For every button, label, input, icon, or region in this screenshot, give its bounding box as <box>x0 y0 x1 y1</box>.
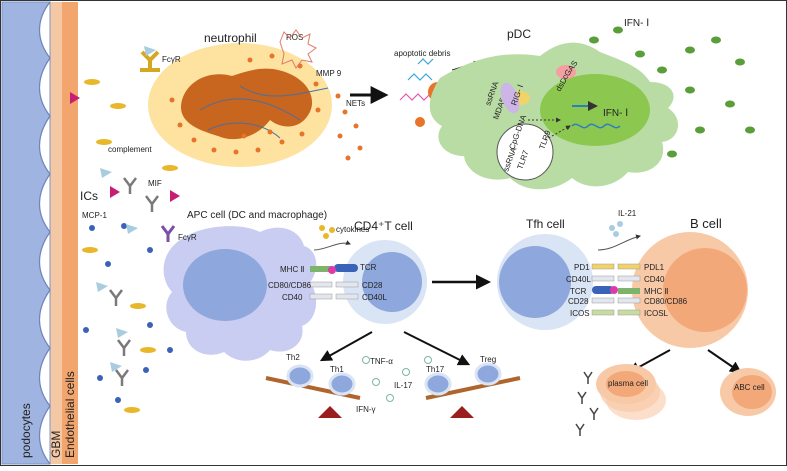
cd40l-label: CD40L <box>362 293 387 302</box>
seesaw-right: Th17 Treg <box>424 355 521 418</box>
apc-cell: APC cell (DC and macrophage) FcγR <box>160 210 327 361</box>
b-nucleus <box>663 248 747 332</box>
gbm-layer <box>50 2 62 464</box>
ros-burst <box>279 29 317 69</box>
abc-label: ABC cell <box>734 383 765 392</box>
fcgr-mid-label: FcγR <box>178 233 197 242</box>
cd80-label: CD80/CD86 <box>268 281 312 290</box>
granules <box>169 53 363 161</box>
tnfa-label: TNF-α <box>370 357 393 366</box>
endothelial-label: Endothelial cells <box>63 371 77 458</box>
apoptotic-label: apoptotic debris <box>394 49 450 58</box>
neutrophil-cell: neutrophil ROS MMP 9 NETs <box>148 29 365 167</box>
cytokines: cytokines <box>313 225 369 251</box>
tfh-nucleus <box>499 246 571 318</box>
th17-label: Th17 <box>426 365 445 374</box>
bcell-label: B cell <box>690 216 722 231</box>
middle-cytokines: TNF-α IL-17 IFN-γ <box>356 356 432 414</box>
ics-label: ICs <box>80 189 98 203</box>
gbm-label: GBM <box>49 431 63 458</box>
apc-label: APC cell (DC and macrophage) <box>187 210 327 221</box>
plasma-cells: plasma cell <box>596 364 666 420</box>
ros-label: ROS <box>286 33 303 42</box>
cd4-tcell: CD4⁺T cell <box>343 219 427 324</box>
b-cell: B cell <box>632 216 748 348</box>
plasma-label: plasma cell <box>608 379 648 388</box>
neutrophil-label: neutrophil <box>204 31 257 45</box>
il17-label: IL-17 <box>394 381 413 390</box>
treg-label: Treg <box>480 355 496 364</box>
tcr-label: TCR <box>360 263 377 272</box>
tfh-cell: Tfh cell <box>497 217 593 330</box>
antibodies <box>575 371 599 436</box>
th1-label: Th1 <box>330 365 344 374</box>
th2-label: Th2 <box>286 353 300 362</box>
tfh-b-synapse: PD1 PDL1 CD40L CD40 TCR MHC Ⅱ CD28 CD80/… <box>566 263 688 318</box>
tfh-label: Tfh cell <box>526 217 565 231</box>
icos-label: ICOS <box>570 309 590 318</box>
ifn-top-label: IFN- Ⅰ <box>624 18 649 29</box>
mcp1-label: MCP-1 <box>82 211 107 220</box>
mhc2-label: MHC Ⅱ <box>280 265 304 274</box>
immune-complexes: ICs MCP-1 complement MIF <box>70 46 180 413</box>
abc-cell: ABC cell <box>720 368 776 416</box>
mif-label: MIF <box>148 179 162 188</box>
il21-label: IL-21 <box>618 209 637 218</box>
neutrophil-nucleus <box>180 68 313 140</box>
mhc2-b-label: MHC Ⅱ <box>644 287 668 296</box>
endosome <box>496 123 554 181</box>
b-abc-arrow <box>707 349 742 374</box>
apc-t-synapse: MHC Ⅱ TCR CD80/CD86 CD28 CD40 CD40L <box>268 263 387 302</box>
pdl1-label: PDL1 <box>644 263 665 272</box>
cd4-label: CD4⁺T cell <box>354 219 413 233</box>
nets-label: NETs <box>346 99 365 108</box>
icosl-label: ICOSL <box>644 309 669 318</box>
seesaw-left: Th2 Th1 <box>265 353 361 418</box>
cytokines-label: cytokines <box>336 225 369 234</box>
cd28-b-label: CD28 <box>568 297 589 306</box>
fcgr-top-label: FcγR <box>162 55 181 64</box>
cd40-label: CD40 <box>282 293 303 302</box>
cd40l-b-label: CD40L <box>566 275 591 284</box>
tcr-b-label: TCR <box>570 287 587 296</box>
th-left-arrow <box>319 331 373 362</box>
pd1-label: PD1 <box>574 263 590 272</box>
th-right-arrow <box>403 331 471 366</box>
fcgr-receptor-top: FcγR <box>140 50 181 72</box>
ifn-droplets <box>589 26 755 158</box>
ifng-label: IFN-γ <box>356 405 376 414</box>
glomerular-wall: podocytes GBM Endothelial cells <box>1 1 78 465</box>
pdc-label: pDC <box>507 27 531 41</box>
ifn-center-label: IFN- Ⅰ <box>603 108 628 119</box>
il21-signal: IL-21 <box>597 209 641 251</box>
pdc-cell: pDC IFN- Ⅰ MDA5 ssRNA RIG- Ⅰ dsDNA cGAS … <box>429 27 679 190</box>
complement-label: complement <box>108 145 152 154</box>
endothelial-layer <box>60 2 78 464</box>
apc-nucleus <box>183 249 267 321</box>
cd28-label: CD28 <box>362 281 383 290</box>
podocytes-label: podocytes <box>19 403 33 458</box>
cd4-nucleus <box>362 252 422 312</box>
mmp9-label: MMP 9 <box>316 69 342 78</box>
cd40-b-label: CD40 <box>644 275 665 284</box>
cd80-b-label: CD80/CD86 <box>644 297 688 306</box>
